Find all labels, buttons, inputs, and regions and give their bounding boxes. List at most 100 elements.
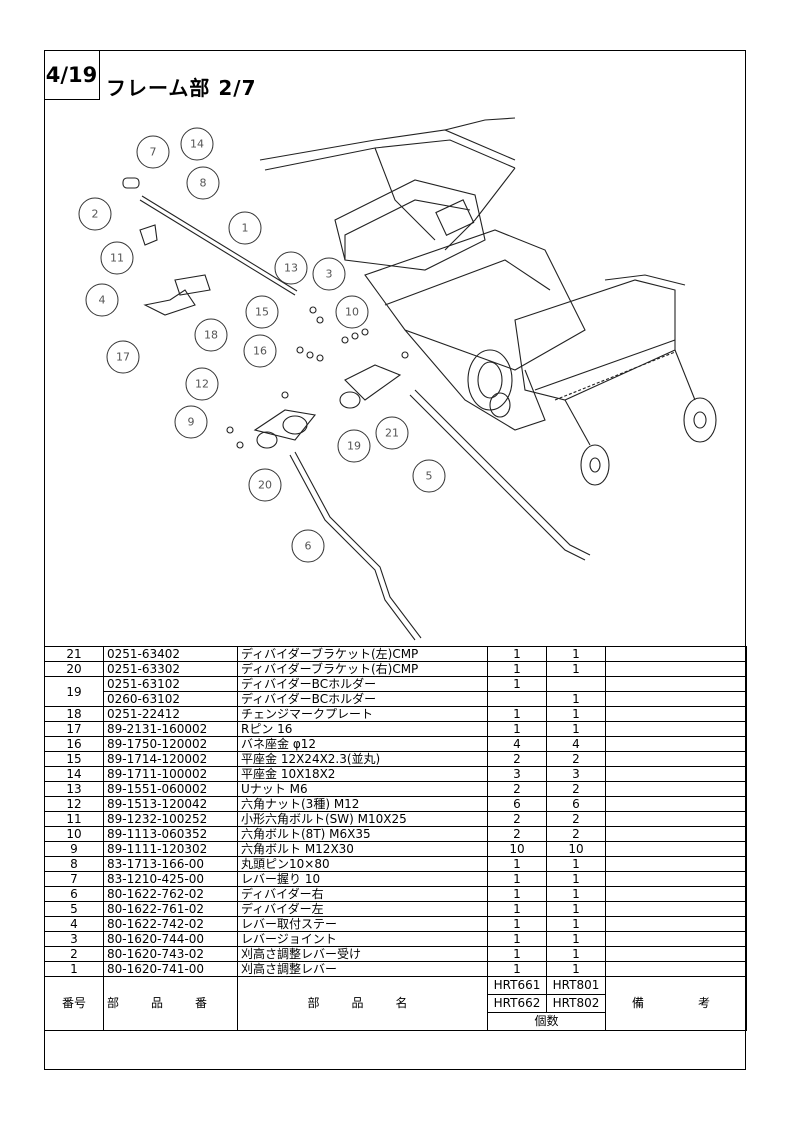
row-number: 16 [44, 736, 104, 752]
qty-model-b: 1 [546, 721, 606, 737]
rear-wheel [683, 397, 717, 443]
remarks-cell [605, 721, 747, 737]
header-part-number: 部 品 番 号 [103, 976, 238, 1031]
header-model-b1: HRT801 [546, 976, 606, 995]
qty-model-b: 1 [546, 916, 606, 932]
header-remarks: 備 考 [605, 976, 747, 1031]
callout-20: 20 [258, 479, 272, 492]
remarks-cell [605, 856, 747, 872]
callout-7: 7 [150, 146, 157, 159]
part-name: 丸頭ピン10×80 [237, 856, 488, 872]
row-number: 8 [44, 856, 104, 872]
part-name: ディバイダーブラケット(左)CMP [237, 646, 488, 662]
callout-13: 13 [284, 262, 298, 275]
qty-model-a: 1 [487, 946, 547, 962]
part-number: 89-1750-120002 [103, 736, 238, 752]
qty-model-a: 1 [487, 961, 547, 977]
page-frame [44, 50, 746, 1070]
divider-left [409, 394, 586, 561]
qty-model-b: 6 [546, 796, 606, 812]
qty-model-a: 3 [487, 766, 547, 782]
remarks-cell [605, 646, 747, 662]
callout-15: 15 [255, 306, 269, 319]
part-number: 89-1113-060352 [103, 826, 238, 842]
part-number: 89-1513-120042 [103, 796, 238, 812]
part-name: レバージョイント [237, 931, 488, 947]
part-name: ディバイダーBCホルダー [237, 676, 488, 692]
callout-9: 9 [188, 416, 195, 429]
row-number: 12 [44, 796, 104, 812]
exploded-parts-diagram: 7 14 8 2 1 11 13 3 4 15 10 18 16 17 12 9… [78, 117, 717, 641]
qty-model-b: 2 [546, 826, 606, 842]
part-name: Rピン 16 [237, 721, 488, 737]
qty-model-b: 3 [546, 766, 606, 782]
row-number: 14 [44, 766, 104, 782]
callout-6: 6 [305, 540, 312, 553]
qty-model-a: 1 [487, 901, 547, 917]
remarks-cell [605, 826, 747, 842]
part-number: 80-1622-742-02 [103, 916, 238, 932]
part-number: 89-1711-100002 [103, 766, 238, 782]
row-number: 10 [44, 826, 104, 842]
part-number: 89-2131-160002 [103, 721, 238, 737]
part-number: 0251-63402 [103, 646, 238, 662]
engine-block [334, 179, 486, 271]
front-wheel [580, 444, 610, 486]
row-number: 5 [44, 901, 104, 917]
remarks-cell [605, 811, 747, 827]
callout-11: 11 [110, 252, 124, 265]
part-name: レバー握り 10 [237, 871, 488, 887]
header-no: 番号 [44, 976, 104, 1031]
row-number: 19 [44, 676, 104, 707]
header-model-a2: HRT662 [487, 994, 547, 1013]
divider-right [289, 454, 416, 641]
qty-model-b: 1 [546, 871, 606, 887]
row-number: 11 [44, 811, 104, 827]
qty-model-b: 1 [546, 646, 606, 662]
part-name: ディバイダーBCホルダー [237, 691, 488, 707]
qty-model-a: 10 [487, 841, 547, 857]
callout-2: 2 [92, 208, 99, 221]
part-number: 80-1620-743-02 [103, 946, 238, 962]
part-name: バネ座金 φ12 [237, 736, 488, 752]
part-name: ディバイダーブラケット(右)CMP [237, 661, 488, 677]
page-number: 4/19 [44, 50, 100, 100]
part-number: 89-1232-100252 [103, 811, 238, 827]
part-number: 0251-22412 [103, 706, 238, 722]
remarks-cell [605, 871, 747, 887]
part-name: 刈高さ調整レバー受け [237, 946, 488, 962]
part-name: レバー取付ステー [237, 916, 488, 932]
callout-4: 4 [99, 294, 106, 307]
qty-model-b: 1 [546, 661, 606, 677]
qty-model-a: 4 [487, 736, 547, 752]
row-number: 2 [44, 946, 104, 962]
qty-model-b: 4 [546, 736, 606, 752]
remarks-cell [605, 691, 747, 707]
qty-model-a: 2 [487, 751, 547, 767]
row-number: 1 [44, 961, 104, 977]
qty-model-b: 1 [546, 931, 606, 947]
row-number: 9 [44, 841, 104, 857]
part-number: 83-1210-425-00 [103, 871, 238, 887]
row-number: 3 [44, 931, 104, 947]
cutter-housing [514, 279, 676, 401]
qty-model-a: 1 [487, 931, 547, 947]
row-number: 18 [44, 706, 104, 722]
callout-1: 1 [242, 222, 249, 235]
callout-8: 8 [200, 177, 207, 190]
qty-model-a: 1 [487, 706, 547, 722]
remarks-cell [605, 931, 747, 947]
qty-model-a: 1 [487, 871, 547, 887]
part-number: 89-1551-060002 [103, 781, 238, 797]
row-number: 20 [44, 661, 104, 677]
remarks-cell [605, 961, 747, 977]
